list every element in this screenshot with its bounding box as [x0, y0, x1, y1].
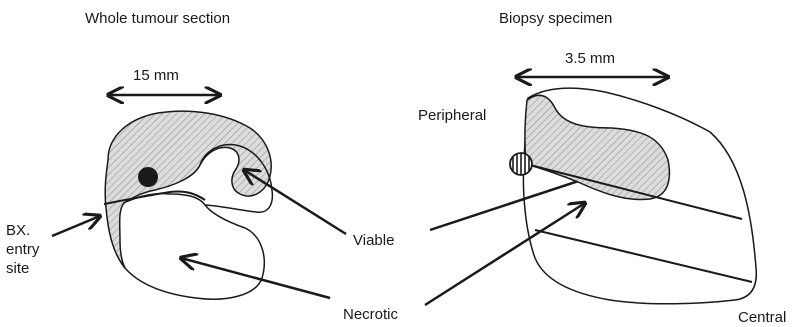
viable-label: Viable — [353, 232, 394, 249]
central-label: Central — [738, 309, 786, 326]
specimen-entry-marker — [510, 153, 532, 175]
entry-site-arrow — [52, 216, 100, 236]
right-panel-title: Biopsy specimen — [499, 10, 612, 27]
entry-label-line3: site — [6, 260, 29, 277]
right-dimension-label: 3.5 mm — [565, 50, 615, 67]
entry-label-line2: entry — [6, 241, 40, 258]
entry-label-line1: BX. — [6, 222, 30, 239]
left-biopsy-dot — [138, 167, 158, 187]
necrotic-label: Necrotic — [343, 306, 399, 323]
necrotic-arrow-right — [425, 203, 585, 305]
specimen-viable-region — [525, 95, 670, 199]
left-dimension-label: 15 mm — [133, 67, 179, 84]
left-viable-region — [105, 111, 271, 268]
left-panel-title: Whole tumour section — [85, 10, 230, 27]
necrotic-arrow-left — [181, 258, 330, 298]
specimen-line-2 — [535, 230, 752, 282]
peripheral-label: Peripheral — [418, 107, 486, 124]
viable-arrow-left — [244, 170, 346, 234]
